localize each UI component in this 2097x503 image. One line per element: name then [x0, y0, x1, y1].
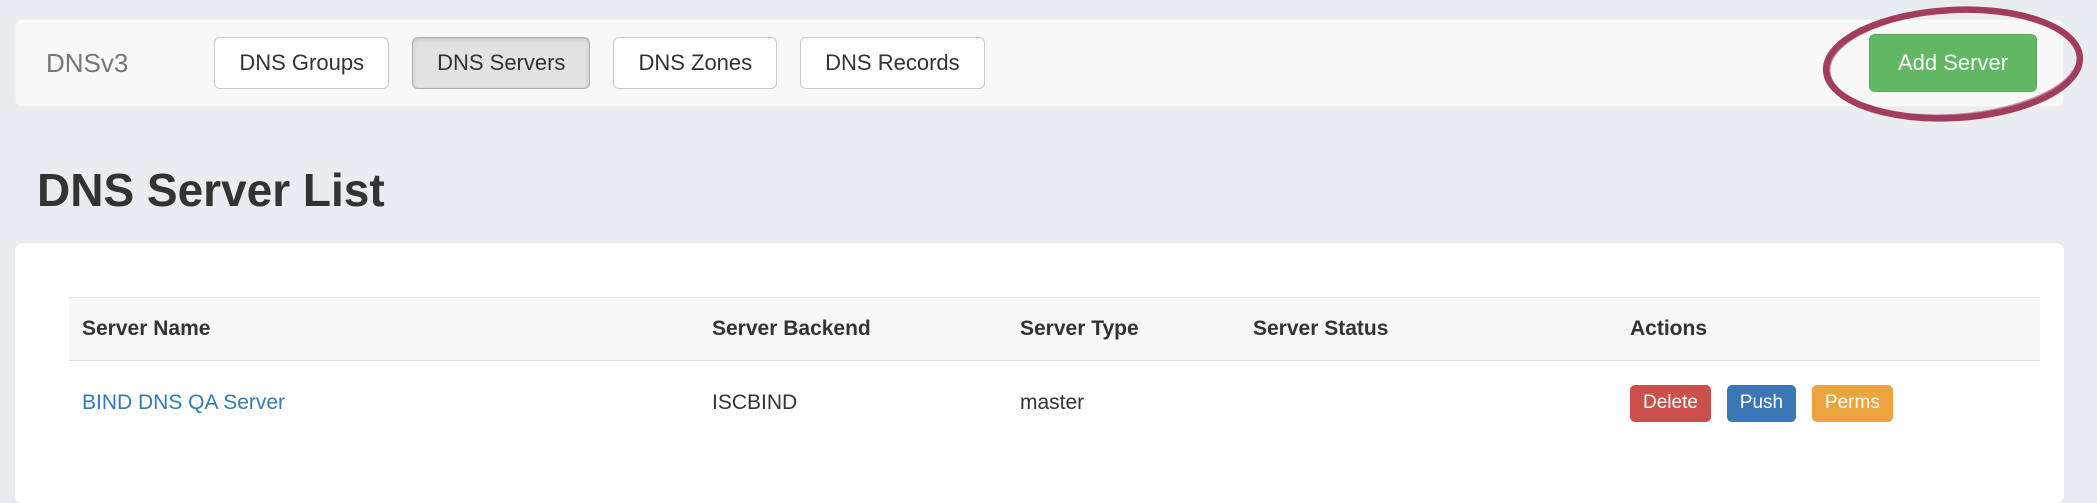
tab-dns-groups[interactable]: DNS Groups	[214, 36, 390, 90]
top-navbar: DNSv3 DNS Groups DNS Servers DNS Zones D…	[15, 19, 2064, 107]
column-header-actions: Actions	[1617, 297, 2040, 361]
push-button[interactable]: Push	[1726, 385, 1797, 422]
cell-actions: Delete Push Perms	[1617, 361, 2040, 440]
app-brand: DNSv3	[46, 47, 129, 78]
server-table-header: Server Name Server Backend Server Type S…	[69, 297, 2040, 361]
column-header-server-type: Server Type	[1007, 297, 1240, 361]
column-header-server-backend: Server Backend	[699, 297, 1007, 361]
page-title: DNS Server List	[37, 164, 385, 216]
table-row: BIND DNS QA Server ISCBIND master Delete…	[69, 361, 2040, 440]
tab-dns-records[interactable]: DNS Records	[800, 36, 985, 90]
tab-dns-servers[interactable]: DNS Servers	[412, 36, 591, 90]
cell-server-status	[1240, 361, 1617, 440]
column-header-server-status: Server Status	[1240, 297, 1617, 361]
cell-server-backend: ISCBIND	[712, 391, 798, 415]
server-list-card: Server Name Server Backend Server Type S…	[15, 243, 2064, 503]
server-table: Server Name Server Backend Server Type S…	[69, 297, 2040, 440]
server-name-link[interactable]: BIND DNS QA Server	[82, 391, 286, 415]
delete-button[interactable]: Delete	[1630, 385, 1711, 422]
cell-server-type: master	[1020, 391, 1085, 415]
column-header-server-name: Server Name	[69, 297, 699, 361]
perms-button[interactable]: Perms	[1811, 385, 1893, 422]
cell-server-name: BIND DNS QA Server	[69, 361, 699, 440]
nav-tab-group: DNS Groups DNS Servers DNS Zones DNS Rec…	[214, 36, 985, 90]
add-server-button[interactable]: Add Server	[1868, 33, 2037, 93]
tab-dns-zones[interactable]: DNS Zones	[613, 36, 778, 90]
